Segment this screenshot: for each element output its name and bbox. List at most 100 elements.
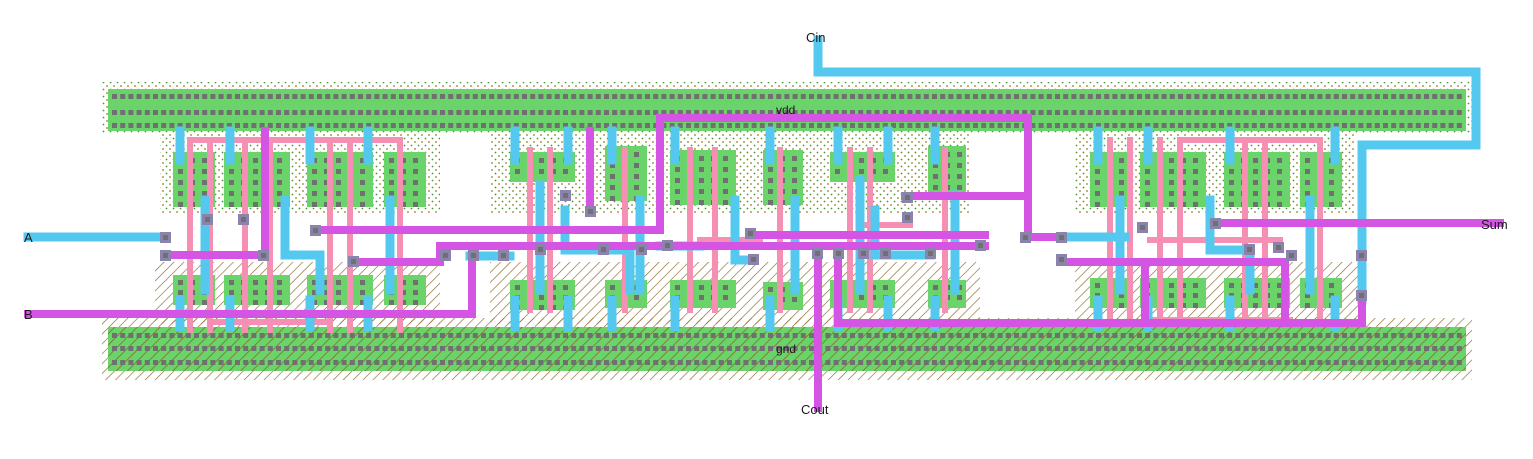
vdd-contact [390, 123, 396, 128]
vdd-contact [1440, 123, 1446, 128]
gnd-contact [399, 346, 404, 351]
gnd-contact [1440, 333, 1446, 338]
diffusion-contact [723, 189, 728, 194]
diffusion-contact [178, 202, 183, 207]
diffusion-contact [401, 158, 406, 163]
via-cut [501, 253, 506, 258]
vdd-contact [850, 94, 855, 99]
vdd-contact [997, 110, 1003, 115]
vdd-contact [538, 110, 544, 115]
gnd-contact [727, 333, 732, 338]
vdd-contact [1309, 94, 1315, 99]
diffusion-contact [389, 191, 394, 196]
diffusion-contact [1181, 303, 1186, 308]
vdd-contact [997, 123, 1003, 128]
vdd-contact [1169, 123, 1175, 128]
vdd-contact [1366, 94, 1372, 99]
gnd-contact [546, 360, 552, 365]
via-cut [163, 253, 168, 258]
gnd-contact [809, 360, 814, 365]
gnd-contact [661, 333, 667, 338]
vdd-contact [1055, 123, 1060, 128]
vdd-contact [1104, 110, 1110, 115]
diffusion-contact [723, 167, 728, 172]
vdd-contact [530, 123, 536, 128]
vdd-contact [915, 110, 921, 115]
gnd-contact [841, 346, 847, 351]
vdd-contact [489, 94, 495, 99]
gnd-contact [874, 333, 880, 338]
vdd-contact [259, 123, 265, 128]
diffusion-contact [1119, 293, 1124, 298]
diffusion-contact [1181, 191, 1186, 196]
gnd-contact [1087, 333, 1093, 338]
vdd-contact [866, 123, 872, 128]
vdd-contact [628, 110, 634, 115]
vdd-contact [235, 94, 240, 99]
via-cut [639, 247, 644, 252]
vdd-contact [267, 94, 273, 99]
vdd-contact [226, 110, 232, 115]
vdd-contact [784, 123, 790, 128]
gnd-contact [226, 360, 232, 365]
gnd-contact [1137, 360, 1142, 365]
vdd-contact [1137, 94, 1142, 99]
gnd-contact [1448, 360, 1454, 365]
gnd-contact [1366, 346, 1372, 351]
vdd-contact [907, 94, 913, 99]
via-cut [1359, 293, 1364, 298]
vdd-contact [464, 123, 470, 128]
vdd-contact [874, 110, 880, 115]
gnd-contact [1358, 346, 1364, 351]
vdd-contact [1243, 110, 1249, 115]
diffusion-contact [871, 158, 876, 163]
via-cut [313, 228, 318, 233]
gnd-contact [964, 346, 970, 351]
diffusion-contact [1095, 169, 1100, 174]
vdd-contact [472, 110, 478, 115]
gnd-contact [850, 333, 855, 338]
diffusion-contact [957, 174, 962, 179]
diffusion-contact [1169, 293, 1174, 298]
vdd-contact [1153, 123, 1159, 128]
vdd-contact [407, 110, 413, 115]
gnd-contact [1350, 333, 1356, 338]
gnd-contact [259, 360, 265, 365]
vdd-contact [1276, 110, 1282, 115]
vdd-contact [702, 110, 708, 115]
diffusion-contact [699, 156, 704, 161]
diffusion-contact [1119, 191, 1124, 196]
vdd-contact [1169, 94, 1175, 99]
vdd-contact [1186, 123, 1192, 128]
diffusion-contact [539, 305, 544, 310]
pin-label-cout: Cout [801, 402, 829, 417]
vdd-contact [1153, 94, 1159, 99]
gnd-contact [1161, 346, 1167, 351]
gnd-contact [112, 333, 117, 338]
vdd-contact [628, 123, 634, 128]
vdd-contact [456, 123, 462, 128]
gnd-contact [538, 360, 544, 365]
gnd-contact [636, 346, 642, 351]
vdd-contact [694, 110, 700, 115]
vdd-contact [440, 94, 445, 99]
gnd-contact [1399, 333, 1405, 338]
diffusion-contact [324, 280, 329, 285]
diffusion-contact [1145, 202, 1150, 207]
gnd-contact [759, 333, 765, 338]
vdd-contact [513, 110, 519, 115]
gnd-contact [185, 333, 191, 338]
gnd-contact [489, 360, 495, 365]
vdd-contact [276, 94, 281, 99]
vdd-contact [431, 123, 437, 128]
gnd-contact [226, 333, 232, 338]
vdd-contact [932, 110, 937, 115]
vdd-contact [1038, 110, 1044, 115]
vdd-contact [505, 123, 511, 128]
gnd-contact [407, 346, 413, 351]
diffusion-contact [277, 169, 282, 174]
gnd-contact [1087, 360, 1093, 365]
vdd-contact [997, 94, 1003, 99]
vdd-contact [956, 123, 962, 128]
gnd-contact [1284, 333, 1290, 338]
